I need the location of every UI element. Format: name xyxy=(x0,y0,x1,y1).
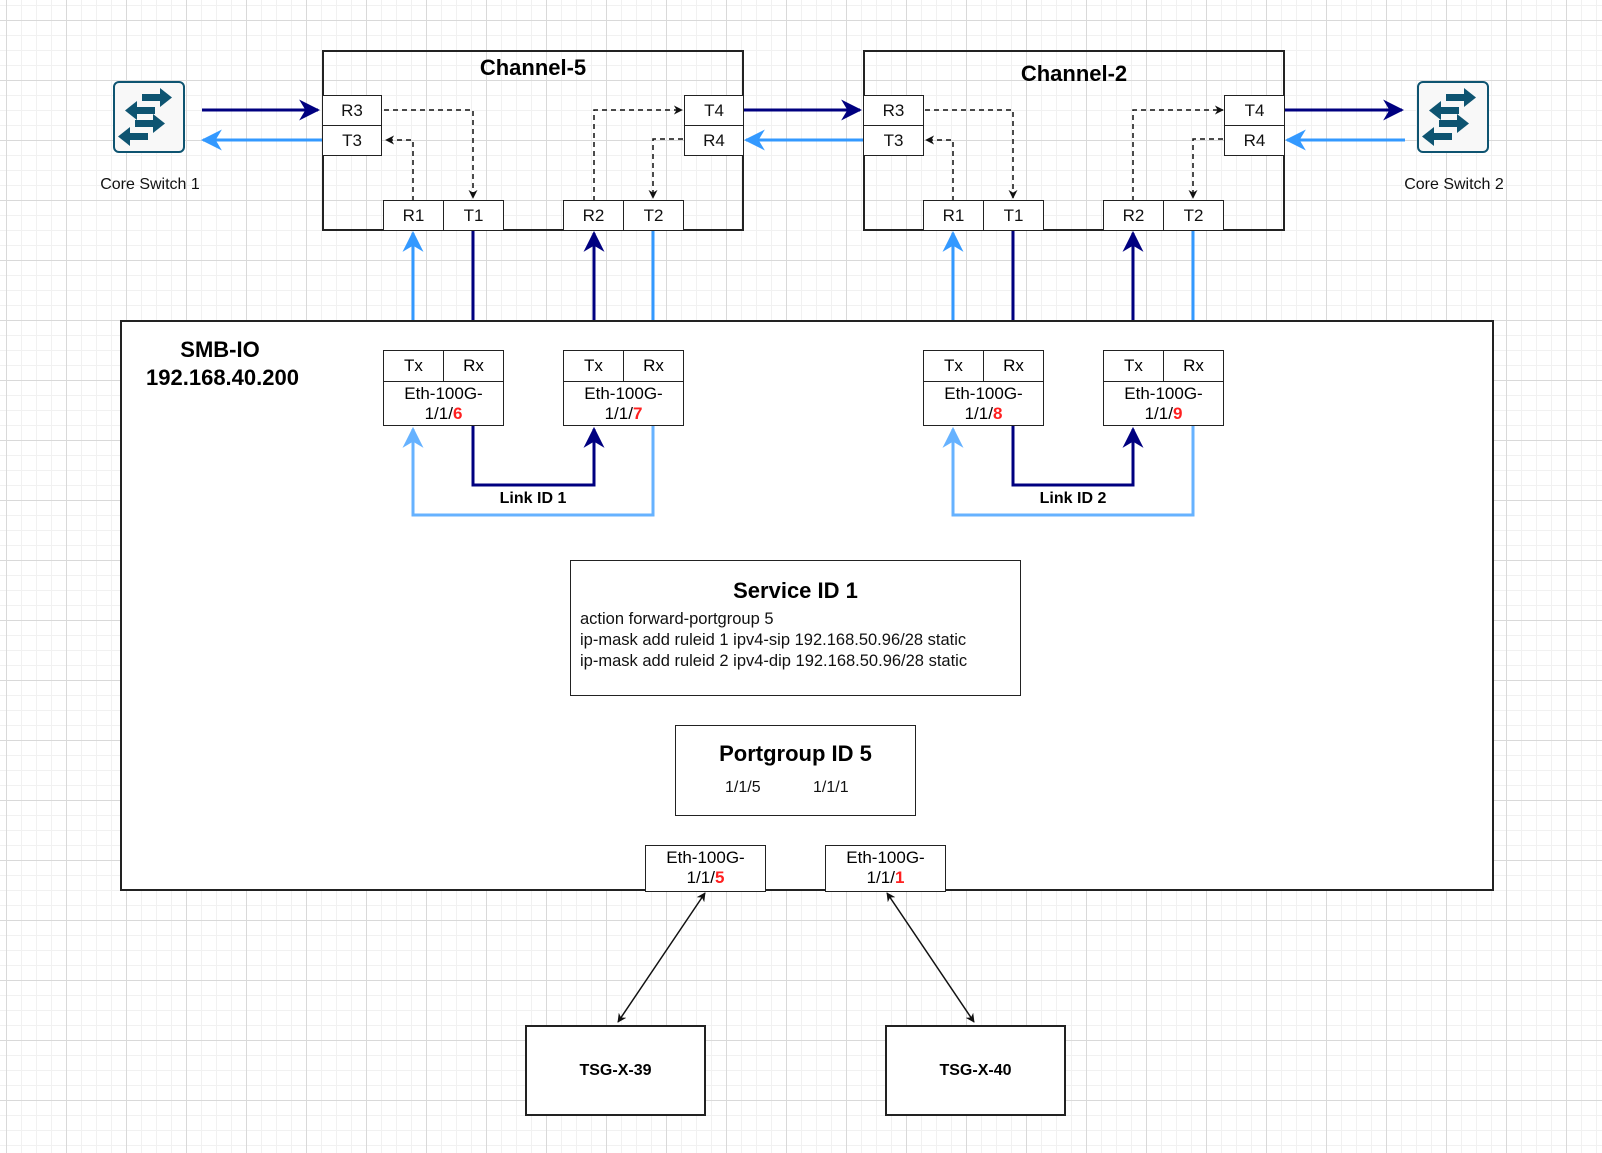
egress-port-eth-1-1-5[interactable]: Eth-100G-1/1/5 xyxy=(645,845,766,892)
channel-2-port-t3[interactable]: T3 xyxy=(863,125,924,156)
port-number: 5 xyxy=(714,868,725,887)
network-switch-icon xyxy=(118,88,172,146)
core-switch-1-label: Core Switch 1 xyxy=(100,176,200,193)
link-id-1-label: Link ID 1 xyxy=(499,490,567,507)
portgroup-member: 1/1/5 xyxy=(725,779,761,796)
smb-io-ip: 192.168.40.200 xyxy=(146,365,299,390)
interface-rx[interactable]: Rx xyxy=(1183,356,1204,375)
channel-2-port-r4[interactable]: R4 xyxy=(1224,125,1285,156)
interface-eth-1-1-9[interactable]: Tx Rx Eth-100G-1/1/9 xyxy=(1103,350,1224,426)
link-id-2-label: Link ID 2 xyxy=(1039,490,1107,507)
service-rule-line: ip-mask add ruleid 2 ipv4-dip 192.168.50… xyxy=(580,652,968,670)
interface-rx[interactable]: Rx xyxy=(463,356,484,375)
interface-tx[interactable]: Tx xyxy=(924,351,984,381)
channel-2-port-t4[interactable]: T4 xyxy=(1224,95,1285,126)
channel-5-port-r2[interactable]: R2 xyxy=(563,200,624,231)
service-rule-line: ip-mask add ruleid 1 ipv4-sip 192.168.50… xyxy=(580,631,967,649)
core-switch-2[interactable] xyxy=(1417,81,1489,153)
service-rule-line: action forward-portgroup 5 xyxy=(580,610,774,628)
port-number: 1 xyxy=(894,868,905,887)
channel-2-title: Channel-2 xyxy=(1020,61,1128,86)
channel-5-port-t3[interactable]: T3 xyxy=(322,125,382,156)
interface-name: Eth-100G-1/1/7 xyxy=(584,384,663,423)
interface-eth-1-1-7[interactable]: Tx Rx Eth-100G-1/1/7 xyxy=(563,350,684,426)
portgroup-title: Portgroup ID 5 xyxy=(719,741,872,766)
interface-rx[interactable]: Rx xyxy=(643,356,664,375)
channel-2-port-t1[interactable]: T1 xyxy=(983,200,1044,231)
channel-5-port-r4[interactable]: R4 xyxy=(684,125,744,156)
channel-5-port-t1[interactable]: T1 xyxy=(443,200,504,231)
port-number: 8 xyxy=(992,404,1003,423)
wire-eth1-tsg40 xyxy=(886,892,975,1023)
channel-5-title: Channel-5 xyxy=(479,55,587,80)
network-switch-icon xyxy=(1422,88,1476,146)
channel-5-port-t4[interactable]: T4 xyxy=(684,95,744,126)
interface-tx[interactable]: Tx xyxy=(564,351,624,381)
interface-name: Eth-100G-1/1/8 xyxy=(944,384,1023,423)
channel-2-port-r2[interactable]: R2 xyxy=(1103,200,1164,231)
interface-rx[interactable]: Rx xyxy=(1003,356,1024,375)
channel-5-port-t2[interactable]: T2 xyxy=(623,200,684,231)
interface-eth-1-1-8[interactable]: Tx Rx Eth-100G-1/1/8 xyxy=(923,350,1044,426)
interface-tx[interactable]: Tx xyxy=(1104,351,1164,381)
core-switch-2-label: Core Switch 2 xyxy=(1404,176,1504,193)
wire-eth5-tsg39 xyxy=(617,892,706,1023)
portgroup-box[interactable]: Portgroup ID 5 1/1/5 1/1/1 xyxy=(675,725,916,816)
channel-2-port-r3[interactable]: R3 xyxy=(863,95,924,126)
service-id-title: Service ID 1 xyxy=(733,578,858,603)
service-id-box[interactable]: Service ID 1 action forward-portgroup 5 … xyxy=(570,560,1021,696)
interface-eth-1-1-6[interactable]: Tx Rx Eth-100G-1/1/6 xyxy=(383,350,504,426)
tsg-x-39-node[interactable]: TSG-X-39 xyxy=(525,1025,706,1116)
interface-name: Eth-100G-1/1/6 xyxy=(404,384,483,423)
channel-5-port-r3[interactable]: R3 xyxy=(322,95,382,126)
port-number: 7 xyxy=(632,404,643,423)
channel-2-port-t2[interactable]: T2 xyxy=(1163,200,1224,231)
service-rules: action forward-portgroup 5 ip-mask add r… xyxy=(580,609,967,672)
channel-2-port-r1[interactable]: R1 xyxy=(923,200,984,231)
interface-name: Eth-100G-1/1/9 xyxy=(1124,384,1203,423)
egress-port-eth-1-1-1[interactable]: Eth-100G-1/1/1 xyxy=(825,845,946,892)
port-number: 6 xyxy=(452,404,463,423)
smb-io-name: SMB-IO xyxy=(180,337,260,362)
interface-tx[interactable]: Tx xyxy=(384,351,444,381)
channel-5-port-r1[interactable]: R1 xyxy=(383,200,444,231)
core-switch-1[interactable] xyxy=(113,81,185,153)
port-number: 9 xyxy=(1172,404,1183,423)
tsg-x-40-node[interactable]: TSG-X-40 xyxy=(885,1025,1066,1116)
portgroup-member: 1/1/1 xyxy=(813,779,849,796)
